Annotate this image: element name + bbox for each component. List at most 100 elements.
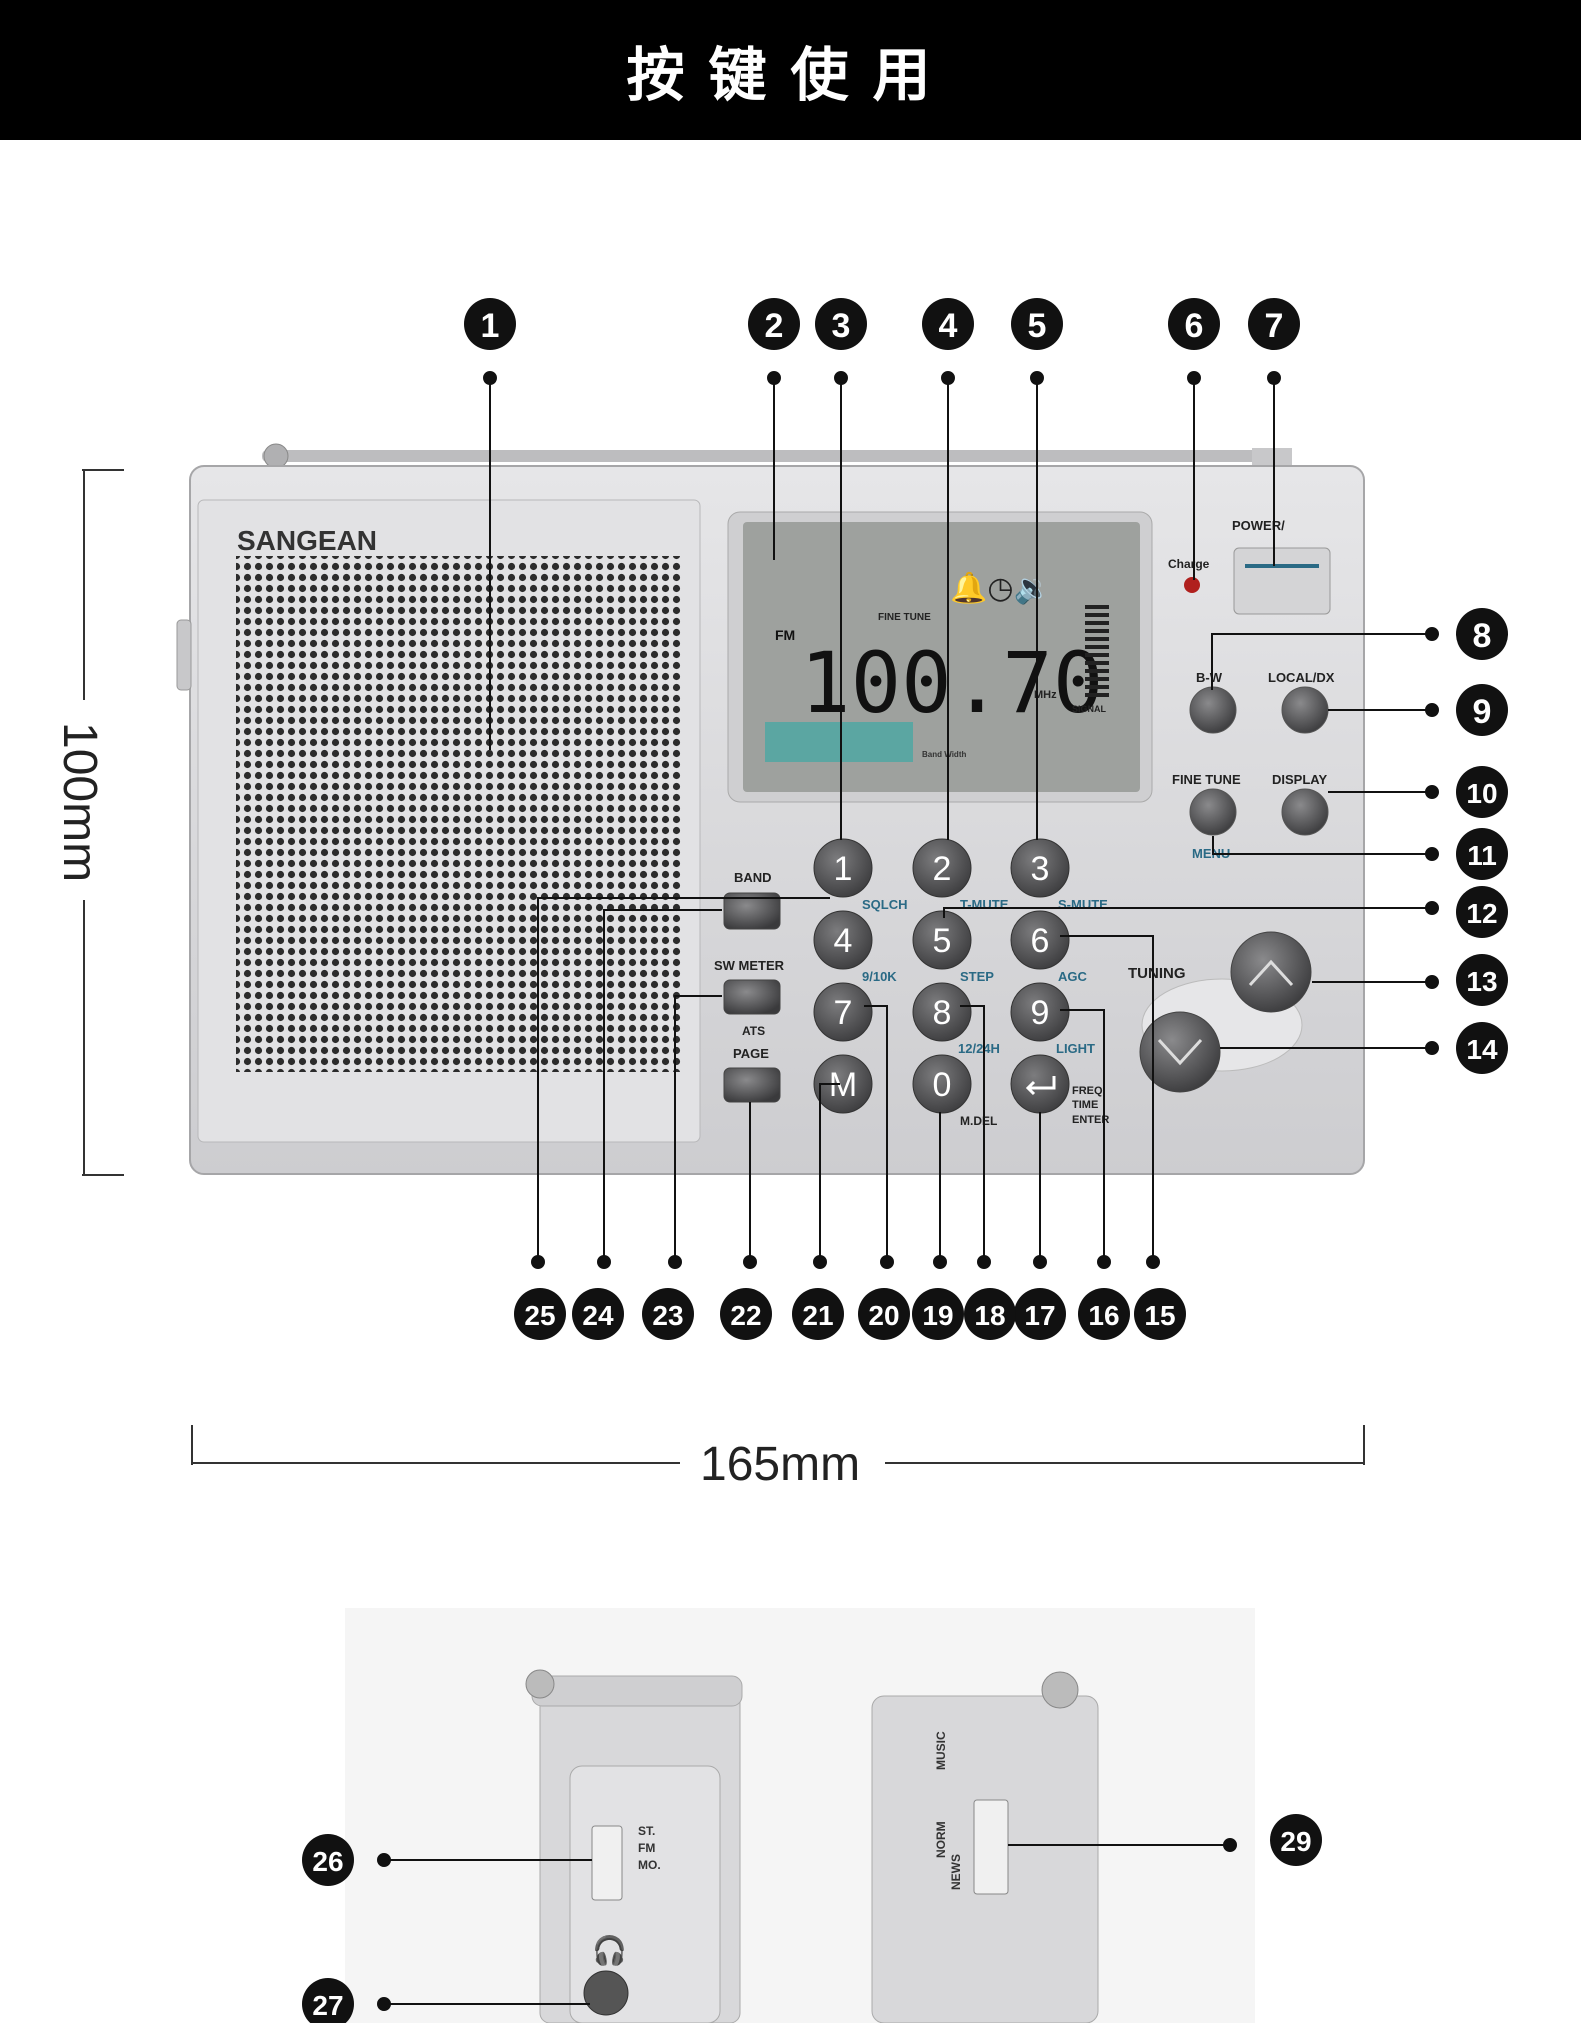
time-label: TIME (1072, 1099, 1098, 1111)
sw-meter-label: SW METER (714, 958, 785, 973)
light-label: LIGHT (1056, 1041, 1095, 1056)
height-label: 100mm (53, 722, 106, 882)
key-4-label: 4 (834, 922, 853, 960)
h12-24-label: 12/24H (958, 1041, 1000, 1056)
key-8[interactable] (912, 982, 972, 1042)
callout-15: 15 (1144, 1300, 1175, 1331)
st-label: ST. (638, 1824, 655, 1838)
power-label: POWER/ (1232, 518, 1285, 533)
antenna (262, 450, 1282, 462)
headphone-icon: 🎧 (592, 1934, 627, 1967)
callout-25: 25 (524, 1300, 555, 1331)
key-4[interactable] (813, 910, 873, 970)
key-6[interactable] (1010, 910, 1070, 970)
callout-17: 17 (1024, 1300, 1055, 1331)
key-9[interactable] (1010, 982, 1070, 1042)
power-button[interactable] (1233, 547, 1331, 615)
chevron-down-icon (1157, 1038, 1203, 1066)
antenna-knob-right (1041, 1671, 1079, 1709)
tuning-down-button[interactable] (1139, 1011, 1221, 1093)
lcd-frequency: 100.70 (800, 634, 1103, 732)
lcd-backlight-bar (765, 722, 913, 762)
side-callout-leaders (377, 1838, 1237, 2011)
power-button-stripe (1245, 564, 1319, 568)
side-view-left: ST. FM MO. 🎧 (345, 1608, 1255, 2023)
tuning-label: TUNING (1128, 965, 1186, 982)
side-view-right: MUSIC NORM NEWS (871, 1671, 1099, 2023)
callout-8: 8 (1473, 617, 1492, 655)
callout-22: 22 (730, 1300, 761, 1331)
page-label: PAGE (733, 1046, 769, 1061)
callout-11: 11 (1467, 840, 1497, 871)
tone-switch[interactable] (973, 1799, 1009, 1895)
lcd-band-width: Band Width (922, 750, 966, 759)
headphone-jack[interactable] (583, 1970, 629, 2016)
callout-9: 9 (1473, 693, 1492, 731)
ats-label: ATS (742, 1024, 765, 1038)
key-1[interactable] (813, 838, 873, 898)
callout-12: 12 (1466, 898, 1497, 929)
lcd-band: FM (775, 627, 795, 643)
freq-label: FREQ (1072, 1085, 1103, 1097)
key-7[interactable] (813, 982, 873, 1042)
local-dx-button[interactable] (1281, 686, 1329, 734)
callout-7: 7 (1265, 307, 1284, 345)
page-button[interactable] (723, 1067, 781, 1103)
side-callout-numbers: 26 27 29 (302, 1814, 1322, 2023)
callout-24: 24 (582, 1300, 614, 1331)
sqlch-label: SQLCH (862, 897, 908, 912)
callout-10: 10 (1466, 778, 1497, 809)
fm-label: FM (638, 1841, 655, 1855)
key-6-label: 6 (1031, 922, 1050, 960)
callout-16: 16 (1088, 1300, 1119, 1331)
news-label: NEWS (949, 1854, 963, 1890)
bw-label: B-W (1196, 670, 1223, 685)
radio-front: SANGEAN FM FINE TUNE 100.70 MHz SIGNAL 🔔… (176, 443, 1365, 1175)
enter-key[interactable] (1010, 1054, 1070, 1114)
callout-4: 4 (939, 307, 958, 345)
callout-29: 29 (1280, 1826, 1311, 1857)
key-5-label: 5 (933, 922, 952, 960)
lcd-unit: MHz (1034, 689, 1057, 701)
display-button[interactable] (1281, 788, 1329, 836)
callout-5: 5 (1028, 307, 1047, 345)
band-button[interactable] (723, 892, 781, 930)
key-3[interactable] (1010, 838, 1070, 898)
tuning-up-button[interactable] (1230, 931, 1312, 1013)
stereo-mono-switch[interactable] (591, 1825, 623, 1901)
speaker-grill (236, 556, 682, 1072)
key-2-label: 2 (933, 850, 952, 888)
key-0-label: 0 (933, 1066, 952, 1104)
callout-19: 19 (922, 1300, 953, 1331)
sw-meter-button[interactable] (723, 979, 781, 1015)
callout-leaders (483, 371, 1439, 1269)
mdel-label: M.DEL (960, 1114, 997, 1128)
fine-tune-button[interactable] (1189, 788, 1237, 836)
charge-label: Charge (1168, 557, 1210, 571)
callout-numbers: 1 2 3 4 5 6 7 8 9 10 11 12 13 14 15 16 1… (464, 298, 1508, 1340)
callout-1: 1 (481, 307, 500, 345)
height-dimension: 100mm (53, 469, 124, 1176)
enter-icon (1025, 1076, 1056, 1096)
step-label: STEP (960, 969, 994, 984)
page-title: 按键使用 (626, 41, 955, 109)
signal-meter (1085, 605, 1109, 697)
local-dx-label: LOCAL/DX (1268, 670, 1335, 685)
antenna-tip (1252, 448, 1292, 466)
key-5[interactable] (912, 910, 972, 970)
width-label: 165mm (700, 1438, 860, 1491)
callout-20: 20 (868, 1300, 899, 1331)
agc-label: AGC (1058, 969, 1088, 984)
callout-2: 2 (765, 307, 784, 345)
lcd-fine-tune: FINE TUNE (878, 612, 931, 623)
key-m[interactable] (813, 1054, 873, 1114)
key-0[interactable] (912, 1054, 972, 1114)
width-dimension: 165mm (191, 1425, 1365, 1491)
callout-26: 26 (312, 1846, 343, 1877)
key-2[interactable] (912, 838, 972, 898)
bw-button[interactable] (1189, 686, 1237, 734)
brand-logo: SANGEAN (237, 525, 377, 556)
s-mute-label: S-MUTE (1058, 897, 1108, 912)
mo-label: MO. (638, 1858, 661, 1872)
